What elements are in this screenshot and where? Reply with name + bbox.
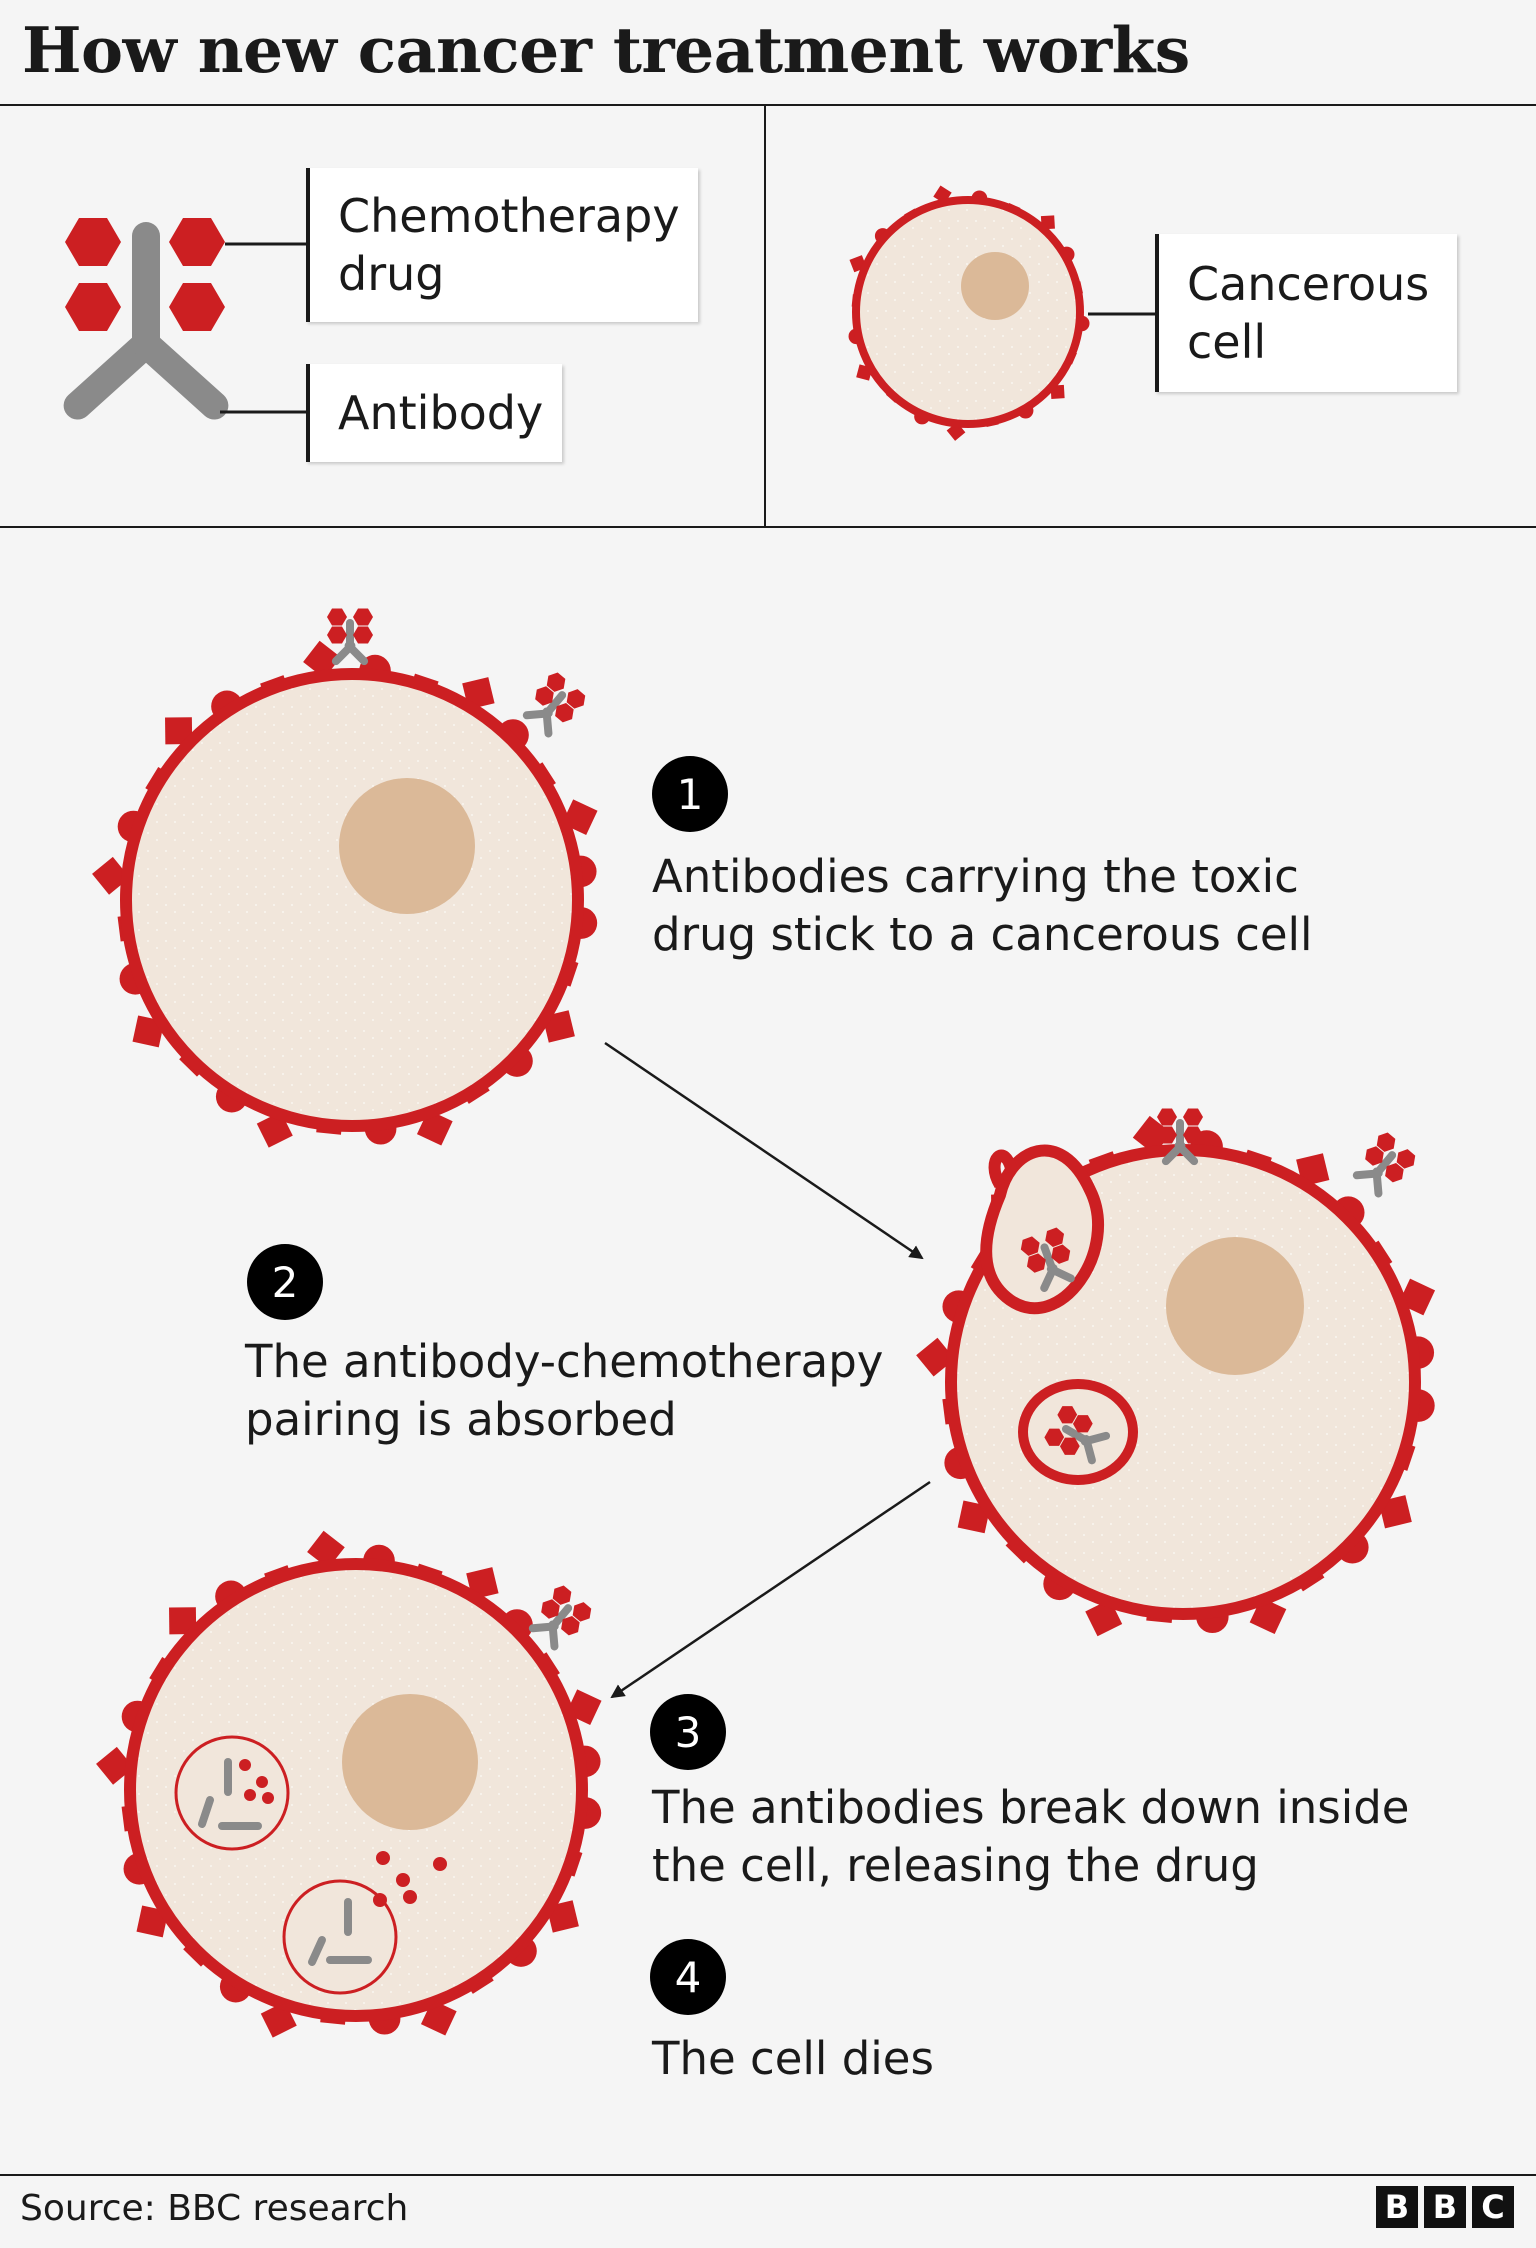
header-divider (0, 104, 1536, 106)
source-credit: Source: BBC research (20, 2188, 409, 2229)
cell-step1 (92, 640, 598, 1148)
cell-membrane (852, 196, 1084, 428)
broken-antibody-vesicle (282, 1879, 398, 1995)
membrane-receptor (169, 1607, 197, 1635)
endocytosis-pocket (980, 1144, 1105, 1314)
bbc-logo-letter: B (1376, 2186, 1418, 2228)
step-1-badge: 1 (652, 756, 728, 832)
cell-step2 (916, 1115, 1436, 1637)
step-3-text: The antibodies break down inside the cel… (652, 1781, 1410, 1892)
released-drug (373, 1851, 447, 1907)
arrow-step1-to-step2 (604, 1041, 924, 1260)
antibody-drug-conjugate (327, 608, 373, 667)
bbc-logo-letter: B (1424, 2186, 1466, 2228)
membrane-receptor (916, 1337, 955, 1377)
membrane-receptor (1132, 1115, 1172, 1155)
legend-antibody: Antibody (306, 364, 562, 462)
step-3-badge: 3 (650, 1694, 726, 1770)
cell-membrane (120, 668, 584, 1132)
cell-step3 (96, 1530, 602, 2038)
legend-divider (764, 106, 766, 528)
step-2-badge: 2 (247, 1244, 323, 1320)
step-2-text: The antibody-chemotherapy pairing is abs… (245, 1335, 884, 1446)
footer-divider (0, 2174, 1536, 2176)
legend-cancerous-cell: Cancerous cell (1155, 234, 1457, 392)
step-4-text: The cell dies (652, 2032, 934, 2085)
membrane-receptor (165, 717, 193, 745)
cell-nucleus (339, 778, 475, 914)
legend-cell-icon (848, 185, 1090, 441)
bbc-logo: B B C (1376, 2186, 1514, 2228)
cell-nucleus (961, 252, 1029, 320)
legend-chemotherapy-drug: Chemotherapy drug (306, 168, 698, 322)
step-4-badge: 4 (650, 1939, 726, 2015)
legend-antibody-icon (63, 222, 229, 420)
arrow-step2-to-step3 (610, 1480, 931, 1699)
cell-nucleus (342, 1694, 478, 1830)
broken-antibody-vesicle (174, 1735, 290, 1851)
bbc-logo-letter: C (1472, 2186, 1514, 2228)
legend-drug-icon (65, 218, 225, 331)
step-1-text: Antibodies carrying the toxic drug stick… (652, 850, 1313, 961)
legend-bottom-divider (0, 526, 1536, 528)
antibody-drug-conjugate (1346, 1129, 1420, 1204)
membrane-receptor (96, 1746, 134, 1785)
page-title: How new cancer treatment works (22, 13, 1190, 87)
cell-nucleus (1166, 1237, 1304, 1375)
membrane-receptor (92, 856, 130, 895)
